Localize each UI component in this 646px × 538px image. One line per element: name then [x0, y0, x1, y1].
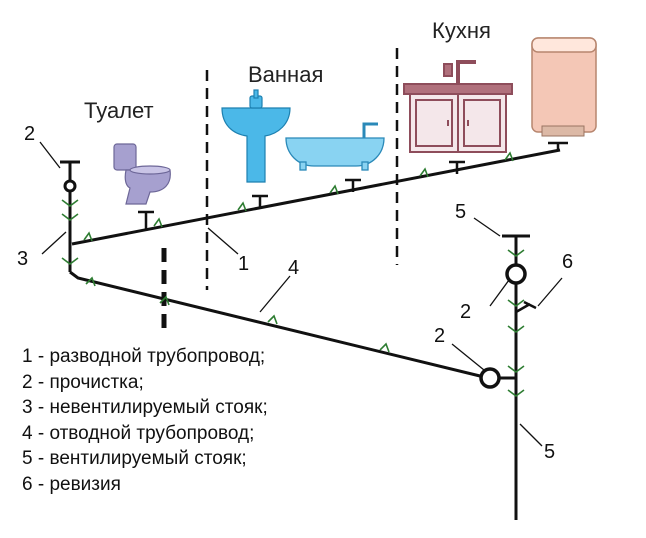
room-label-bathroom: Ванная: [248, 62, 324, 87]
leader-4: [259, 275, 291, 313]
discharge-pipe: [69, 270, 481, 378]
room-label-toilet: Туалет: [84, 98, 154, 123]
callout-3: 3: [17, 248, 28, 270]
fixture-tee: [252, 194, 268, 209]
leader-5-bottom: [519, 423, 543, 447]
leader-2-right: [489, 279, 510, 307]
leader-2-left: [39, 141, 61, 169]
callout-1: 1: [238, 253, 249, 275]
fixture-tee: [138, 210, 154, 231]
water-heater-icon: [531, 37, 597, 137]
toilet-icon: [113, 143, 171, 205]
legend-item: 2 - прочистка;: [22, 371, 144, 393]
leader-1: [207, 227, 239, 255]
legend-item: 6 - ревизия: [22, 473, 121, 495]
sink-icon: [221, 89, 291, 183]
callout-2-right: 2: [460, 301, 471, 323]
fixture-tee: [449, 160, 465, 174]
legend: 1 - разводной трубопровод; 2 - прочистка…: [22, 344, 268, 497]
legend-item: 5 - вентилируемый стояк;: [22, 448, 247, 469]
legend-item: 3 - невентилируемый стояк;: [22, 397, 268, 418]
legend-item: 4 - отводной трубопровод;: [22, 422, 255, 444]
revision-fitting: [515, 300, 537, 314]
kitchen-cabinet-icon: [403, 60, 513, 153]
cleanout-riser-right: [505, 263, 527, 285]
fixture-tee: [345, 178, 361, 192]
callout-5-bottom: 5: [544, 441, 555, 463]
leader-2-bottom: [451, 343, 485, 371]
callout-6: 6: [562, 251, 573, 273]
callout-2-bottom: 2: [434, 325, 445, 347]
callout-2-left: 2: [24, 123, 35, 145]
leader-5-top: [473, 217, 501, 237]
cleanout-riser-left: [63, 179, 77, 193]
fixture-tee: [548, 141, 568, 150]
distribution-pipe: [71, 148, 561, 246]
cleanout-discharge: [479, 367, 501, 389]
callout-5-top: 5: [455, 201, 466, 223]
legend-item: 1 - разводной трубопровод;: [22, 346, 266, 367]
callout-4: 4: [288, 257, 299, 279]
fitting-marks: [61, 151, 525, 397]
bathtub-icon: [285, 122, 385, 171]
leader-6: [537, 277, 563, 307]
leader-3: [41, 231, 67, 255]
room-label-kitchen: Кухня: [432, 18, 491, 43]
